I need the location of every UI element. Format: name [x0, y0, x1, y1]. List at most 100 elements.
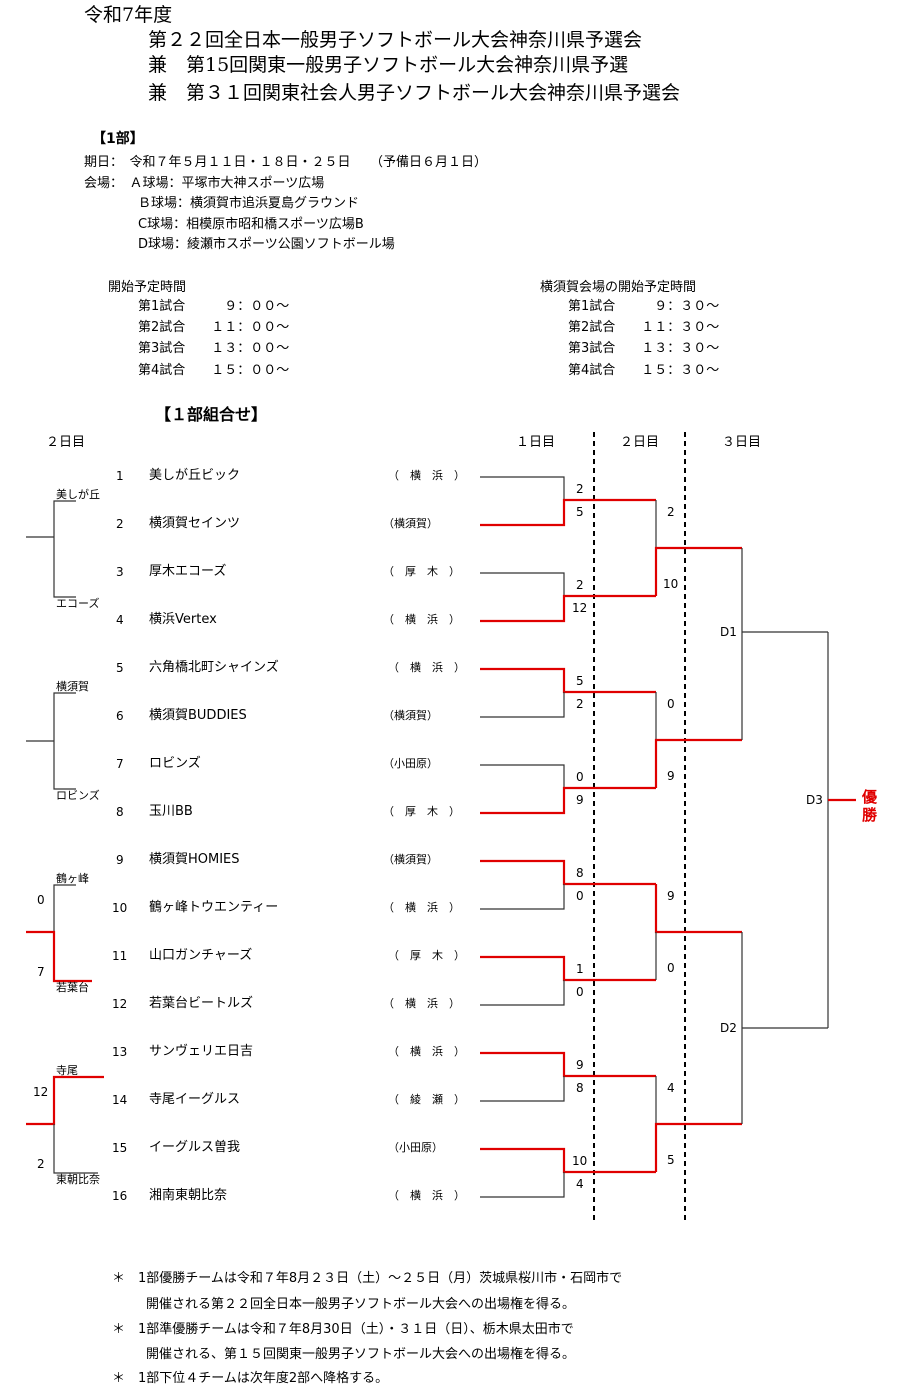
team-number: 9 [116, 853, 124, 867]
start-times-title: 開始予定時間 [108, 280, 187, 295]
r1-score: 8 [576, 1081, 584, 1095]
team-area: （ 厚 木 ） [383, 805, 460, 818]
team-area: （ 横 浜 ） [383, 997, 460, 1010]
team-name: 横須賀HOMIES [149, 852, 240, 867]
start-time-4: 第4試合 １５：００～ [138, 363, 290, 378]
r1-score: 0 [576, 889, 584, 903]
r1-score: 0 [576, 985, 584, 999]
left-g2 [53, 692, 76, 790]
team-number: 14 [112, 1093, 128, 1107]
left-g4-bottom-label: 東朝比奈 [56, 1173, 100, 1186]
left-g3-top-score: 0 [37, 893, 45, 907]
team-area: （ 横 浜 ） [388, 661, 465, 674]
team-number: 2 [116, 517, 124, 531]
left-g3-top [53, 884, 76, 932]
r1-score: 4 [576, 1177, 584, 1191]
r2-score: 5 [667, 1153, 675, 1167]
team-number: 12 [112, 997, 128, 1011]
season-year: 令和7年度 [84, 4, 173, 26]
team-area: （ 横 浜 ） [388, 1189, 465, 1202]
team-area: （小田原） [383, 757, 438, 770]
venue-d: D球場：綾瀬市スポーツ公園ソフトボール場 [138, 237, 395, 252]
venue-d3: D3 [806, 793, 823, 807]
r1-score: 10 [572, 1154, 588, 1168]
r2-score: 4 [667, 1081, 675, 1095]
r1-score: 9 [576, 1058, 584, 1072]
team-number: 4 [116, 613, 124, 627]
venue-b: Ｂ球場：横須賀市追浜夏島グラウンド [138, 196, 360, 211]
team-name: イーグルス曽我 [149, 1140, 241, 1155]
team-number: 16 [112, 1189, 128, 1203]
r1-team2-line [480, 498, 656, 527]
champion-label: 優勝 [862, 788, 878, 824]
r2-g1-winner [654, 546, 742, 596]
tournament-title-1: 第２２回全日本一般男子ソフトボール大会神奈川県予選会 [148, 29, 643, 51]
day2-header: ２日目 [620, 435, 660, 450]
note-1-cont: 開催される第２２回全日本一般男子ソフトボール大会への出場権を得る。 [146, 1297, 576, 1312]
team-area: （小田原） [388, 1141, 443, 1154]
r1-team13-line [480, 1051, 656, 1078]
left-g1-top-label: 美しが丘 [56, 488, 100, 501]
r2-score: 2 [667, 505, 675, 519]
r1-score: 8 [576, 866, 584, 880]
team-name: サンヴェリエ日吉 [149, 1044, 254, 1059]
yokosuka-time-2: 第2試合 １１：３０～ [568, 320, 720, 335]
team-name: 美しが丘ビック [149, 468, 241, 483]
r1-score: 2 [576, 578, 584, 592]
r1-team4-line [480, 594, 656, 623]
team-area: （横須賀） [383, 517, 438, 530]
left-g4-top-score: 12 [33, 1085, 49, 1099]
day1-header: １日目 [516, 435, 556, 450]
left-g3-bottom-label: 若葉台 [56, 981, 89, 994]
team-area: （ 厚 木 ） [383, 565, 460, 578]
r1-score: 2 [576, 482, 584, 496]
team-number: 1 [116, 469, 124, 483]
left-g1-bottom-label: エコーズ [56, 597, 100, 610]
team-number: 8 [116, 805, 124, 819]
team-area: （ 厚 木 ） [388, 949, 465, 962]
team-name: 寺尾イーグルス [149, 1092, 241, 1107]
start-time-3: 第3試合 １３：００～ [138, 341, 290, 356]
team-area: （ 横 浜 ） [388, 469, 465, 482]
team-name: 横須賀セインツ [149, 516, 241, 531]
r1-score: 12 [572, 601, 588, 615]
team-name: 横須賀BUDDIES [149, 708, 247, 723]
left-g4-top-label: 寺尾 [56, 1064, 78, 1077]
left-g3-top-label: 鶴ヶ峰 [56, 872, 89, 885]
team-number: 5 [116, 661, 124, 675]
r1-score: 5 [576, 505, 584, 519]
r1-team7-line [480, 764, 565, 788]
r1-team3-line [480, 572, 565, 596]
venue-c: C球場：相模原市昭和橋スポーツ広場B [138, 217, 364, 232]
r1-team1-line [480, 476, 565, 500]
team-name: 厚木エコーズ [149, 564, 227, 579]
r2-score: 0 [667, 961, 675, 975]
team-name: 横浜Vertex [149, 612, 217, 627]
team-number: 11 [112, 949, 128, 963]
division-label: 【1部】 [92, 131, 144, 147]
left-g2-top-label: 横須賀 [56, 680, 89, 693]
r1-score: 2 [576, 697, 584, 711]
start-time-1: 第1試合 ９：００～ [138, 299, 290, 314]
r1-score: 5 [576, 674, 584, 688]
r1-team9-line [480, 859, 656, 886]
team-number: 6 [116, 709, 124, 723]
yokosuka-times-title: 横須賀会場の開始予定時間 [540, 280, 697, 295]
team-area: （ 横 浜 ） [388, 1045, 465, 1058]
team-name: 山口ガンチャーズ [149, 948, 253, 963]
left-g4-bottom-score: 2 [37, 1157, 45, 1171]
r1-team16-line [480, 1172, 565, 1198]
left-g4-winner [26, 1075, 104, 1126]
team-area: （横須賀） [383, 709, 438, 722]
venue-a: 会場： Ａ球場：平塚市大神スポーツ広場 [84, 176, 325, 191]
left-g3-bottom-score: 7 [37, 965, 45, 979]
venue-d1: D1 [720, 625, 737, 639]
left-g1 [53, 500, 76, 598]
day3-header: ３日目 [722, 435, 762, 450]
r2-score: 0 [667, 697, 675, 711]
r1-team6-line [480, 692, 565, 718]
team-number: 7 [116, 757, 124, 771]
left-g3-winner [26, 930, 92, 983]
left-g2-bottom-label: ロビンズ [56, 789, 100, 802]
